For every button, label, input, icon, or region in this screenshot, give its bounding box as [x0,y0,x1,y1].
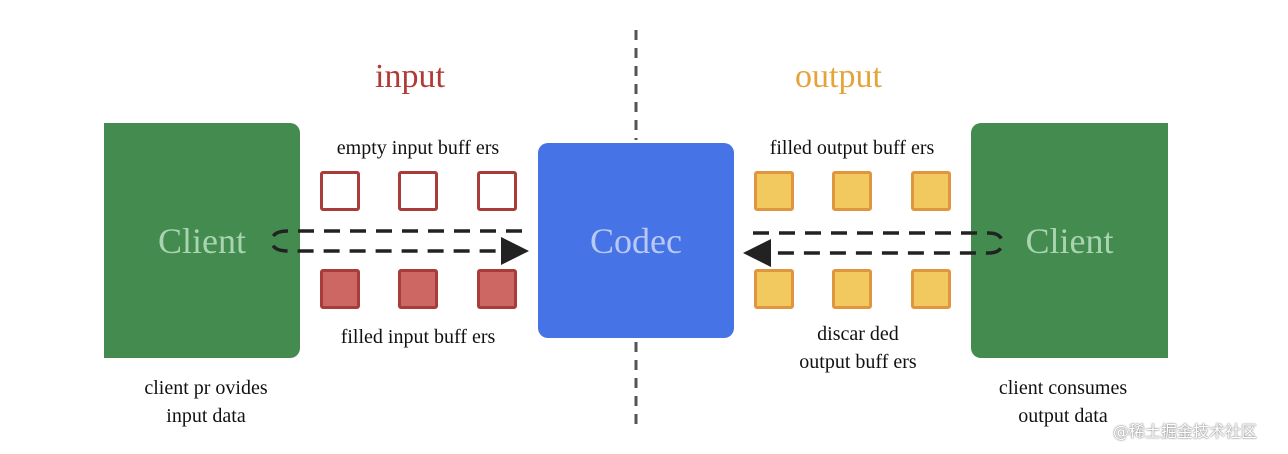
discarded-label-line2: output buff ers [799,351,917,373]
empty-input-label: empty input buff ers [336,137,500,159]
discarded-output-buffer [832,269,872,309]
left-client-label: Client [158,220,246,261]
left-caption-line2: input data [166,405,246,427]
empty-input-buffer [477,171,517,211]
codec-box: Codec [538,143,734,338]
filled-output-buffer [832,171,872,211]
input-flow-arrow [270,229,529,265]
filled-input-buffer [320,269,360,309]
left-caption-line1: client pr ovides [144,377,268,399]
filled-input-buffer [398,269,438,309]
filled-output-buffer [911,171,951,211]
filled-output-label: filled output buff ers [769,137,935,159]
empty-input-buffer [398,171,438,211]
filled-input-label: filled input buff ers [340,326,496,348]
left-client-box: Client [104,123,300,358]
right-caption-line1: client consumes [998,377,1128,399]
right-caption-line2: output data [1018,405,1108,427]
codec-label: Codec [590,220,682,261]
empty-input-buffer [320,171,360,211]
filled-input-buffer [477,269,517,309]
right-client-label: Client [1025,220,1114,261]
discarded-label-line1: discar ded [817,323,899,345]
input-title: input [375,58,445,95]
discarded-output-buffer [754,269,794,309]
right-client-box: Client [971,123,1168,358]
output-flow-arrow [743,231,1004,267]
discarded-output-buffer [911,269,951,309]
filled-output-buffer [754,171,794,211]
output-title: output [795,58,882,95]
watermark: @稀土掘金技术社区 [1113,422,1258,441]
